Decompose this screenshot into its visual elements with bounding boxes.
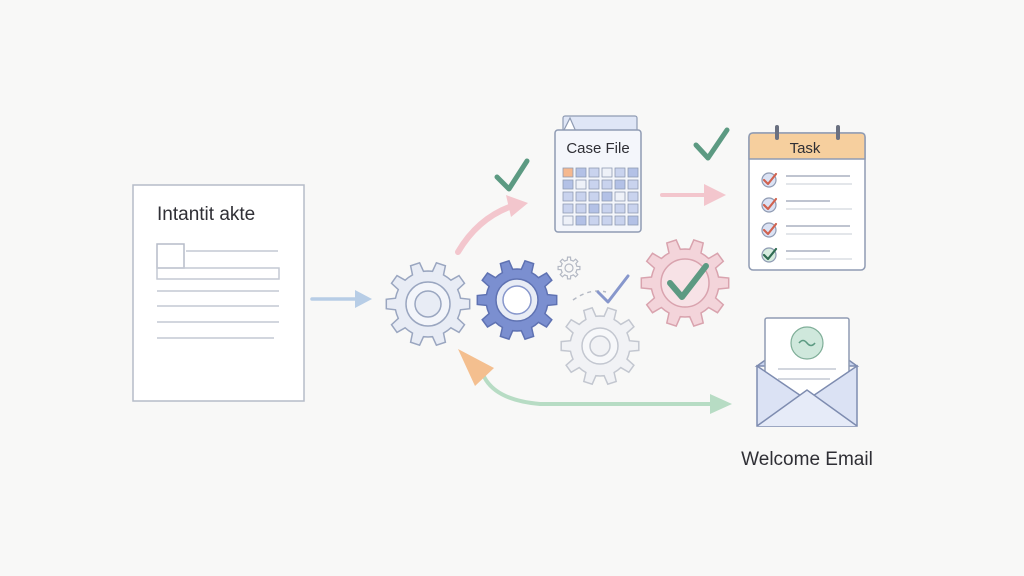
calendar-day (575, 215, 587, 226)
calendar-day (627, 203, 639, 214)
calendar-day (588, 179, 600, 190)
checkmark-icon (762, 247, 778, 261)
case-file-title: Case File (566, 140, 629, 157)
arrow-gears-to-case-file (455, 195, 528, 255)
calendar-day (627, 215, 639, 226)
task-item (761, 197, 852, 213)
checkmark-icon (667, 263, 709, 300)
intake-document-title: Intantit akte (157, 204, 255, 225)
arrow-intake-to-gears (310, 290, 372, 308)
calendar-day (627, 167, 639, 178)
calendar-day (614, 203, 626, 214)
gear-icon (560, 306, 640, 386)
task-item (761, 222, 852, 238)
task-items (761, 172, 852, 263)
task-title: Task (790, 140, 821, 157)
gear-icon (476, 259, 558, 341)
calendar-day (614, 191, 626, 202)
gear-icon (385, 261, 471, 347)
calendar-grid (562, 167, 639, 226)
calendar-day (575, 191, 587, 202)
calendar-day (562, 179, 574, 190)
checkmark-icon (762, 172, 778, 186)
calendar-day (601, 179, 613, 190)
checkmark-icon (596, 274, 630, 304)
gear-icon (640, 238, 730, 328)
calendar-day (614, 215, 626, 226)
welcome-email-label: Welcome Email (741, 449, 873, 470)
calendar-day (575, 179, 587, 190)
task-list-icon: Task (748, 125, 866, 271)
dashed-connector (572, 290, 607, 301)
intake-document: Intantit akte (132, 184, 305, 402)
calendar-day (588, 215, 600, 226)
calendar-day (601, 203, 613, 214)
gear-icon (557, 256, 581, 280)
calendar-day (562, 215, 574, 226)
calendar-day (601, 167, 613, 178)
calendar-day (562, 167, 574, 178)
calendar-day (601, 215, 613, 226)
calendar-day (627, 191, 639, 202)
task-item (761, 247, 852, 263)
arrow-email-loop (458, 349, 732, 414)
arrow-case-file-to-task (660, 184, 726, 206)
calendar-day (614, 179, 626, 190)
calendar-day (601, 191, 613, 202)
checkmark-icon (762, 222, 778, 236)
calendar-day (562, 191, 574, 202)
case-file-calendar-icon: Case File (554, 115, 642, 233)
calendar-day (588, 203, 600, 214)
calendar-day (614, 167, 626, 178)
calendar-day (588, 191, 600, 202)
calendar-day (588, 167, 600, 178)
envelope-icon (754, 317, 860, 427)
calendar-day (575, 167, 587, 178)
calendar-day (575, 203, 587, 214)
task-item (761, 172, 852, 188)
checkmark-icon (762, 197, 778, 211)
calendar-day (627, 179, 639, 190)
checkmark-icon (494, 158, 530, 192)
checkmark-icon (693, 127, 730, 161)
calendar-day (562, 203, 574, 214)
